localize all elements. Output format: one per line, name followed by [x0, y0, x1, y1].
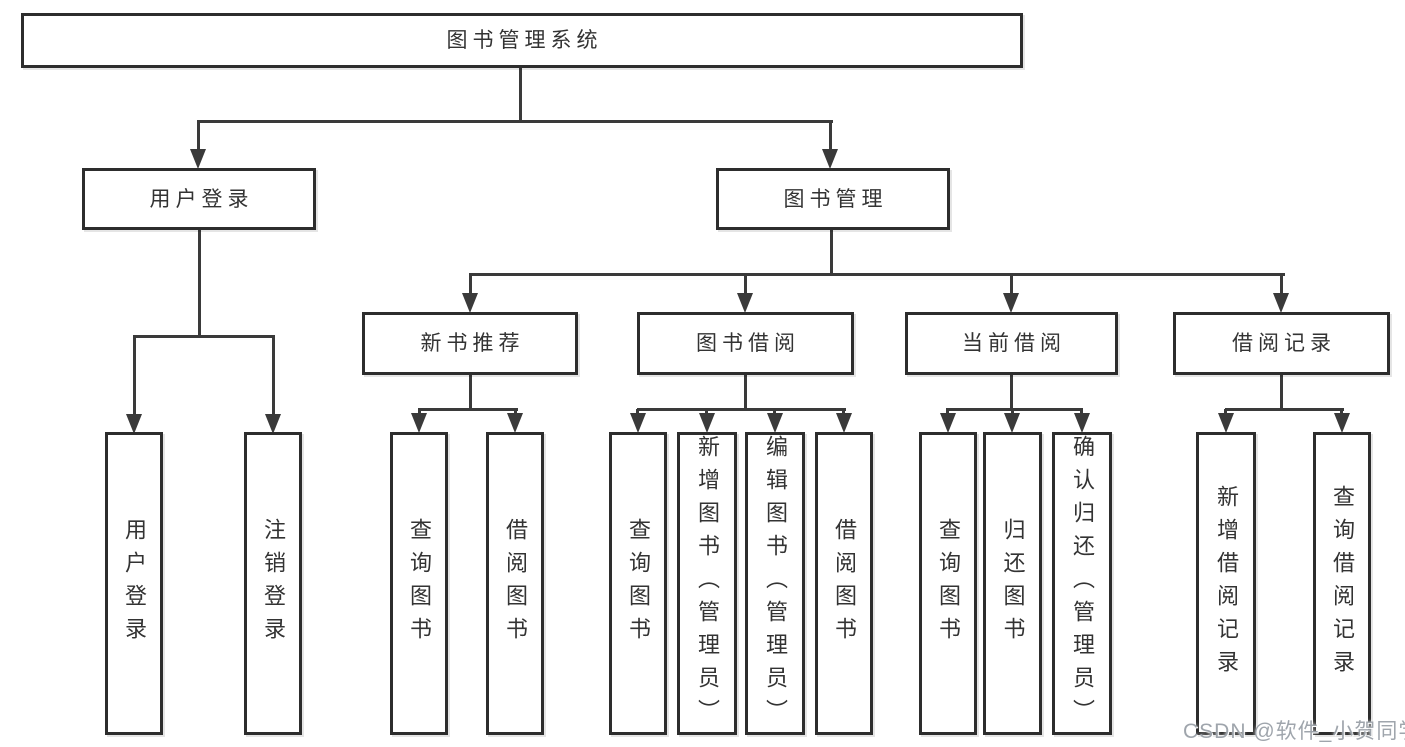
arrow-down-icon	[836, 413, 852, 433]
node-label: 新增图书（管理员）	[695, 435, 720, 732]
arrow-down-icon	[737, 293, 753, 313]
arrow-down-icon	[767, 413, 783, 433]
arrow-down-icon	[265, 414, 281, 434]
connector-line	[133, 335, 275, 338]
arrow-down-icon	[940, 413, 956, 433]
connector-line	[198, 229, 201, 337]
node-label: 注销登录	[261, 517, 286, 650]
connector-line	[946, 408, 1083, 411]
node-label: 图书借阅	[696, 332, 800, 355]
node-label: 借阅记录	[1232, 332, 1336, 355]
arrow-down-icon	[411, 413, 427, 433]
connector-line	[519, 68, 522, 123]
arrow-down-icon	[630, 413, 646, 433]
node-leaf-confirm-return-admin: 确认归还（管理员）	[1052, 432, 1112, 735]
node-label: 确认归还（管理员）	[1070, 435, 1095, 732]
node-book-borrow: 图书借阅	[637, 312, 854, 375]
connector-line	[469, 274, 472, 295]
watermark-text: CSDN @软件_小贺同学	[1183, 720, 1405, 743]
node-leaf-add-borrow-record: 新增借阅记录	[1196, 432, 1256, 735]
arrow-down-icon	[126, 414, 142, 434]
node-leaf-query-book-2: 查询图书	[609, 432, 667, 735]
node-leaf-user-login: 用户登录	[105, 432, 163, 735]
connector-line	[1010, 374, 1013, 410]
arrow-down-icon	[1273, 293, 1289, 313]
node-label: 编辑图书（管理员）	[763, 435, 788, 732]
node-label: 用户登录	[122, 517, 147, 650]
connector-line	[1010, 274, 1013, 295]
node-label: 图书管理系统	[446, 29, 603, 52]
node-book-management: 图书管理	[716, 168, 950, 230]
node-label: 图书管理	[783, 187, 888, 211]
arrow-down-icon	[1334, 413, 1350, 433]
node-leaf-query-borrow-record: 查询借阅记录	[1313, 432, 1371, 735]
connector-line	[1280, 274, 1283, 295]
node-leaf-query-book-1: 查询图书	[390, 432, 448, 735]
connector-line	[272, 336, 275, 415]
arrow-down-icon	[822, 149, 838, 169]
connector-line	[829, 121, 832, 152]
node-label: 查询图书	[936, 517, 961, 650]
node-label: 新增借阅记录	[1214, 484, 1239, 683]
arrow-down-icon	[1218, 413, 1234, 433]
connector-line	[469, 374, 472, 410]
connector-line	[1225, 408, 1344, 411]
connector-line	[197, 121, 200, 152]
node-leaf-logout: 注销登录	[244, 432, 302, 735]
node-label: 查询图书	[407, 517, 432, 650]
node-leaf-edit-book-admin: 编辑图书（管理员）	[745, 432, 805, 735]
arrow-down-icon	[1003, 293, 1019, 313]
node-label: 用户登录	[149, 187, 254, 211]
node-label: 查询借阅记录	[1330, 484, 1355, 683]
node-label: 借阅图书	[503, 517, 528, 650]
connector-line	[197, 120, 833, 123]
arrow-down-icon	[507, 413, 523, 433]
node-borrow-records: 借阅记录	[1173, 312, 1390, 375]
node-current-borrow: 当前借阅	[905, 312, 1118, 375]
node-leaf-borrow-book-2: 借阅图书	[815, 432, 873, 735]
connector-line	[469, 273, 1285, 276]
node-new-book-recommend: 新书推荐	[362, 312, 578, 375]
node-leaf-borrow-book-1: 借阅图书	[486, 432, 544, 735]
node-label: 查询图书	[626, 517, 651, 650]
node-user-login: 用户登录	[82, 168, 316, 230]
connector-line	[418, 408, 518, 411]
node-label: 当前借阅	[962, 332, 1066, 355]
node-leaf-add-book-admin: 新增图书（管理员）	[677, 432, 737, 735]
arrow-down-icon	[462, 293, 478, 313]
arrow-down-icon	[699, 413, 715, 433]
node-leaf-return-book: 归还图书	[983, 432, 1042, 735]
node-leaf-query-book-3: 查询图书	[919, 432, 977, 735]
connector-line	[744, 274, 747, 295]
connector-line	[133, 336, 136, 415]
node-label: 归还图书	[1000, 517, 1026, 650]
arrow-down-icon	[1074, 413, 1090, 433]
connector-line	[1280, 374, 1283, 410]
arrow-down-icon	[1004, 413, 1020, 433]
connector-line	[637, 408, 846, 411]
node-root-library-system: 图书管理系统	[21, 13, 1023, 68]
arrow-down-icon	[190, 149, 206, 169]
connector-line	[744, 374, 747, 410]
node-label: 新书推荐	[420, 332, 525, 355]
node-label: 借阅图书	[832, 517, 857, 650]
connector-line	[830, 229, 833, 275]
